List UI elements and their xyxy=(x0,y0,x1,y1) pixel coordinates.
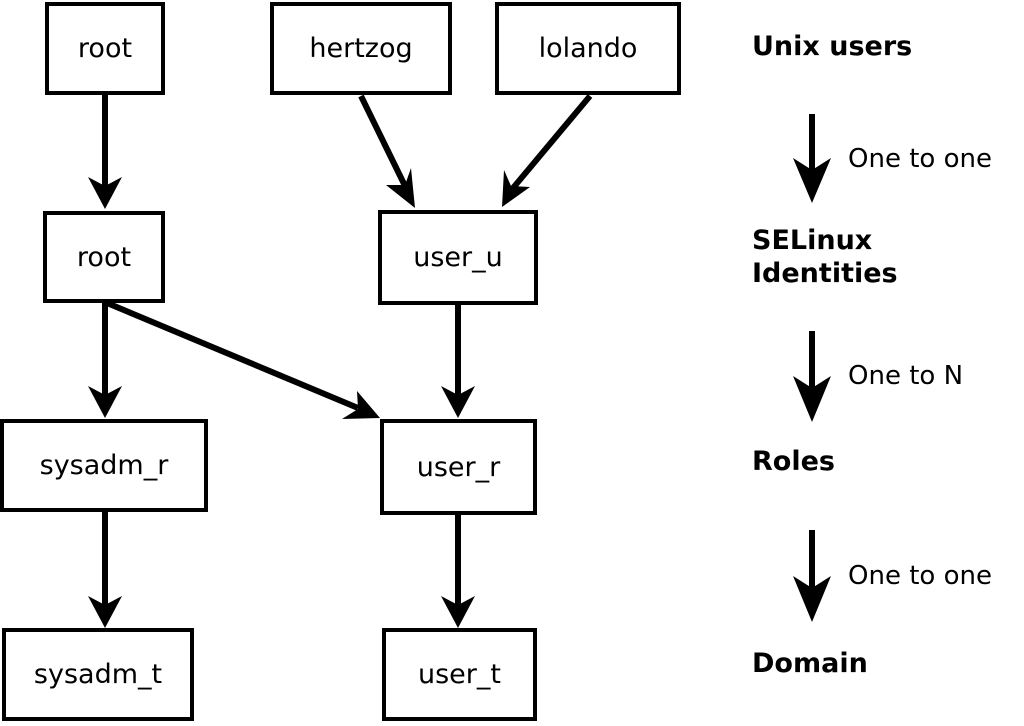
legend-tier-domain: Domain xyxy=(752,648,868,681)
legend-arrow-1 xyxy=(793,114,831,203)
legend-tier-label: Roles xyxy=(752,446,835,477)
node-unix-hertzog[interactable]: hertzog xyxy=(270,2,452,95)
node-label: root xyxy=(77,33,133,64)
legend-relation-label: One to one xyxy=(848,561,992,591)
node-label: sysadm_r xyxy=(39,450,169,481)
node-identity-root[interactable]: root xyxy=(43,211,165,303)
node-label: user_r xyxy=(416,451,501,483)
node-domain-user-t[interactable]: user_t xyxy=(382,628,537,721)
legend-tier-selinux-identities: SELinux Identities xyxy=(752,225,898,291)
node-label: root xyxy=(76,241,132,273)
edge-user-r-to-user-t xyxy=(441,514,475,628)
node-identity-user-u[interactable]: user_u xyxy=(378,210,538,305)
edge-hertzog-to-user-u xyxy=(358,94,415,208)
legend-arrow-3 xyxy=(793,530,831,622)
edge-unix-root-to-ident-root xyxy=(88,95,122,209)
node-label: lolando xyxy=(538,33,638,64)
legend-relation-label: One to one xyxy=(848,144,992,174)
edge-sysadm-r-to-sysadm-t xyxy=(88,511,122,628)
node-label: hertzog xyxy=(309,33,413,64)
edge-ident-root-to-sysadm-r xyxy=(88,302,122,418)
legend-relation-1: One to one xyxy=(848,146,992,172)
legend-tier-label: Domain xyxy=(752,648,868,679)
legend-tier-unix-users: Unix users xyxy=(752,31,912,64)
legend-relation-2: One to N xyxy=(848,363,963,389)
node-role-user-r[interactable]: user_r xyxy=(380,419,537,515)
legend-tier-label-line2: Identities xyxy=(752,257,898,289)
node-domain-sysadm-t[interactable]: sysadm_t xyxy=(2,628,194,721)
legend-tier-label-line1: SELinux xyxy=(752,225,873,256)
legend-arrow-2 xyxy=(793,331,831,422)
edge-user-u-to-user-r xyxy=(441,304,475,418)
legend-relation-label: One to N xyxy=(848,361,964,391)
node-role-sysadm-r[interactable]: sysadm_r xyxy=(0,419,208,512)
legend-relation-3: One to one xyxy=(848,563,992,589)
node-label: user_u xyxy=(413,242,503,273)
edge-ident-root-to-user-r xyxy=(105,300,380,419)
node-label: user_t xyxy=(418,659,501,690)
node-unix-lolando[interactable]: lolando xyxy=(495,2,681,95)
edge-lolando-to-user-u xyxy=(502,94,593,207)
legend-tier-label: Unix users xyxy=(752,31,913,62)
legend-tier-roles: Roles xyxy=(752,446,835,479)
node-label: sysadm_t xyxy=(33,659,163,690)
node-unix-root[interactable]: root xyxy=(45,2,165,95)
